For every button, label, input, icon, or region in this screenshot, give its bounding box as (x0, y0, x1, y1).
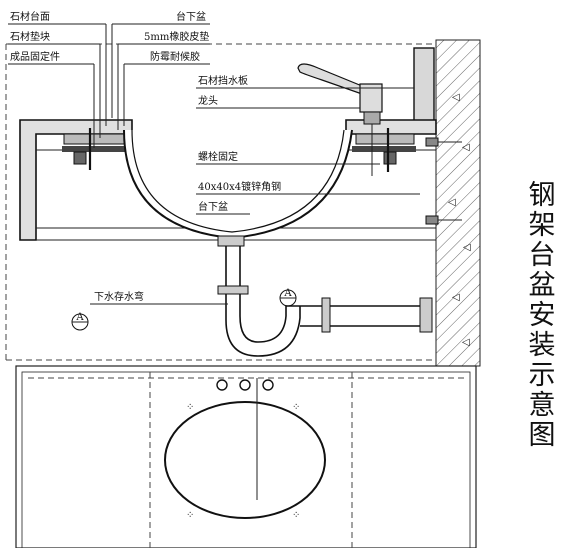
svg-text:钢: 钢 (529, 180, 556, 211)
label-undermount-basin-mid: 台下盆 (198, 200, 228, 213)
svg-text:A: A (283, 288, 292, 299)
basin-top-view: ⁘ ⁘ ⁘ ⁘ (164, 378, 326, 521)
svg-text:◁: ◁ (462, 337, 470, 348)
label-bolt-fixing: 螺栓固定 (198, 150, 238, 163)
svg-text:架: 架 (529, 210, 556, 241)
label-drain-trap: 下水存水弯 (94, 290, 144, 303)
label-mildew-sealant: 防霉耐候胶 (150, 50, 200, 63)
svg-text:◁: ◁ (448, 197, 456, 208)
svg-text:◁: ◁ (463, 242, 471, 253)
svg-text:A: A (75, 312, 84, 323)
svg-text:⁘: ⁘ (292, 402, 300, 413)
label-stone-splashback: 石材挡水板 (198, 74, 248, 87)
svg-text:盆: 盆 (529, 270, 556, 301)
svg-text:◁: ◁ (462, 142, 470, 153)
drain-trap (217, 235, 433, 357)
svg-text:图: 图 (529, 420, 556, 451)
lower-cabinet (15, 365, 477, 548)
stone-splashback (413, 47, 435, 125)
svg-text:⁘: ⁘ (186, 402, 194, 413)
svg-text:安: 安 (529, 300, 556, 331)
svg-text:示: 示 (529, 360, 556, 391)
svg-text:⁘: ⁘ (292, 510, 300, 521)
svg-text:◁: ◁ (452, 292, 460, 303)
label-faucet: 龙头 (198, 94, 218, 107)
right-fixing-assembly (352, 128, 416, 172)
svg-text:装: 装 (529, 330, 556, 361)
leader-lines (8, 23, 420, 305)
faucet (297, 63, 383, 176)
label-undermount-basin-top: 台下盆 (176, 10, 206, 23)
wall-bolts (425, 137, 462, 225)
label-angle-steel: 40x40x4镀锌角钢 (198, 180, 281, 193)
svg-text:⁘: ⁘ (186, 510, 194, 521)
wall: ◁ ◁ ◁ ◁ ◁ ◁ (435, 39, 481, 367)
diagram-title: 钢 架 台 盆 安 装 示 意 图 (529, 180, 556, 451)
label-fixing-part: 成品固定件 (10, 50, 60, 63)
marker-left: A (71, 312, 89, 331)
label-stone-countertop: 石材台面 (10, 10, 50, 23)
label-rubber-pad: 5mm橡胶皮垫 (144, 30, 209, 43)
marker-right: A (279, 288, 297, 307)
label-stone-pad: 石材垫块 (10, 30, 50, 43)
svg-text:台: 台 (529, 240, 556, 271)
svg-text:◁: ◁ (452, 92, 460, 103)
svg-text:意: 意 (529, 390, 556, 421)
